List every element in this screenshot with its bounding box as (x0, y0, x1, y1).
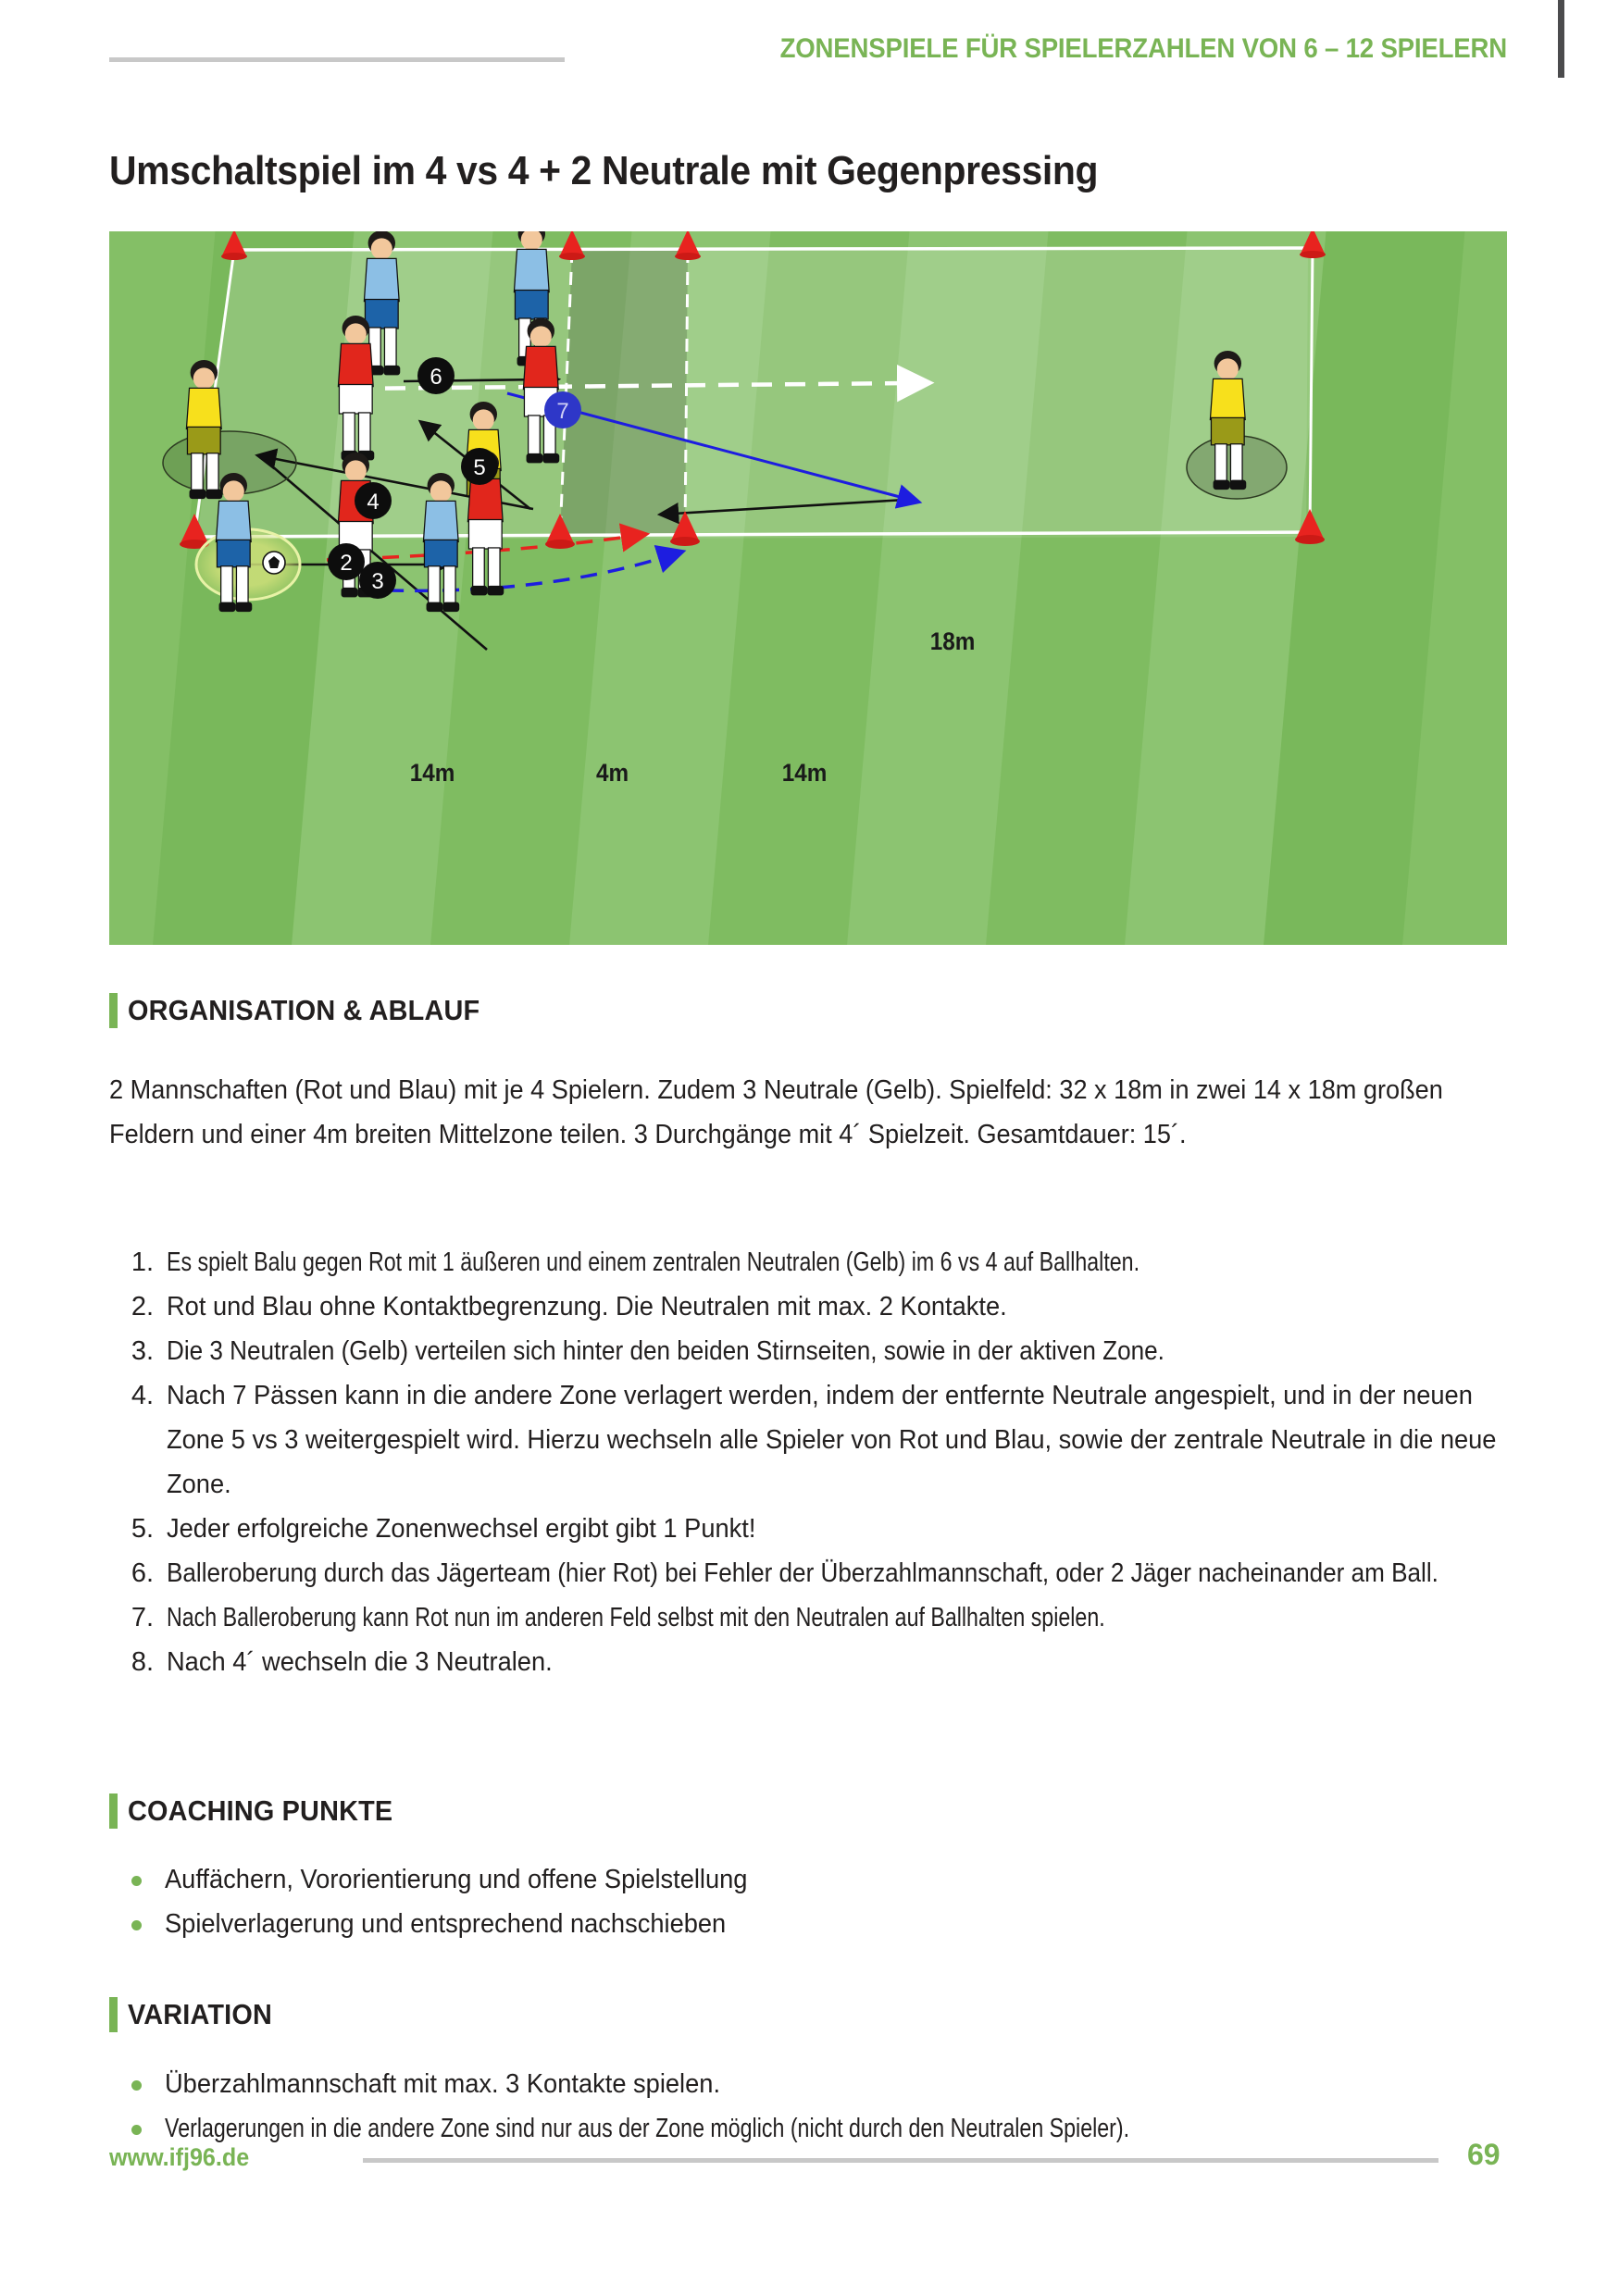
pass-marker-6: 6 (417, 357, 455, 394)
list-item-text: Verlagerungen in die andere Zone sind nu… (165, 2114, 1130, 2143)
organisation-heading-bar (109, 993, 118, 1028)
coaching-heading-bar (109, 1793, 118, 1829)
bullet-icon (131, 1876, 142, 1886)
player-blue-3 (422, 472, 460, 613)
measure-height: 18m (929, 627, 976, 655)
list-item: Überzahlmannschaft mit max. 3 Kontakte s… (109, 2062, 1553, 2106)
list-item-text: Überzahlmannschaft mit max. 3 Kontakte s… (165, 2069, 721, 2099)
list-item-number: 6. (131, 1558, 154, 1588)
footer-url[interactable]: www.ifj96.de (109, 2143, 250, 2171)
field-diagram: 6 5 4 3 2 7 14m 4m (109, 231, 1507, 945)
list-item-number: 5. (131, 1514, 154, 1544)
header-kicker: ZONENSPIELE FÜR SPIELERZAHLEN VON 6 – 12… (779, 33, 1508, 64)
list-item-text: Spielverlagerung und entsprechend nachsc… (165, 1909, 727, 1939)
footer-rule (363, 2158, 1438, 2163)
svg-text:3: 3 (371, 569, 383, 594)
player-yellow-right (1209, 350, 1247, 490)
cones (180, 231, 1326, 549)
header-edge-bar (1558, 0, 1564, 78)
list-item-text: Jeder erfolgreiche Zonenwechsel ergibt g… (167, 1514, 756, 1544)
measure-right-width: 14m (781, 759, 828, 787)
list-item: Auffächern, Vororientierung und offene S… (109, 1857, 1535, 1902)
svg-text:7: 7 (556, 399, 568, 424)
coaching-heading: COACHING PUNKTE (128, 1794, 393, 1827)
player-blue-ball (215, 472, 253, 613)
list-item: Verlagerungen in die andere Zone sind nu… (109, 2106, 1553, 2151)
list-item-text: Rot und Blau ohne Kontaktbegrenzung. Die… (167, 1292, 1007, 1322)
list-item: 7. Nach Balleroberung kann Rot nun im an… (109, 1595, 1516, 1640)
svg-text:2: 2 (340, 551, 352, 576)
svg-text:6: 6 (430, 365, 442, 390)
field-markings-svg: 6 5 4 3 2 7 (162, 231, 1326, 651)
list-item-text: Nach Balleroberung kann Rot nun im ander… (167, 1603, 1105, 1632)
pass-marker-7: 7 (544, 391, 581, 428)
list-item: 5. Jeder erfolgreiche Zonenwechsel ergib… (109, 1507, 1516, 1551)
list-item: 1. Es spielt Balu gegen Rot mit 1 äußere… (109, 1240, 1516, 1285)
pass-marker-4: 4 (355, 482, 392, 519)
list-item-text: Balleroberung durch das Jägerteam (hier … (167, 1558, 1438, 1588)
list-item: 2. Rot und Blau ohne Kontaktbegrenzung. … (109, 1285, 1516, 1329)
variation-points: Überzahlmannschaft mit max. 3 Kontakte s… (109, 2062, 1553, 2151)
measure-middle-width: 4m (595, 759, 629, 787)
svg-text:5: 5 (473, 455, 485, 480)
page-title: Umschaltspiel im 4 vs 4 + 2 Neutrale mit… (109, 148, 1099, 193)
page-header: ZONENSPIELE FÜR SPIELERZAHLEN VON 6 – 12… (0, 0, 1619, 89)
pass-marker-3: 3 (359, 562, 396, 599)
list-item-number: 3. (131, 1336, 154, 1366)
player-yellow-left (185, 359, 223, 500)
list-item-number: 2. (131, 1292, 154, 1322)
list-item-text: Es spielt Balu gegen Rot mit 1 äußeren u… (167, 1247, 1140, 1277)
list-item: 3. Die 3 Neutralen (Gelb) verteilen sich… (109, 1329, 1516, 1373)
list-item-text: Nach 7 Pässen kann in die andere Zone ve… (167, 1381, 1497, 1499)
list-item-number: 7. (131, 1603, 154, 1632)
player-red-2 (522, 317, 560, 464)
bullet-icon (131, 2080, 142, 2091)
soccer-ball (262, 551, 286, 575)
bullet-icon (131, 1920, 142, 1930)
list-item: Spielverlagerung und entsprechend nachsc… (109, 1902, 1535, 1946)
list-item-text: Auffächern, Vororientierung und offene S… (165, 1865, 748, 1894)
list-item: 4. Nach 7 Pässen kann in die andere Zone… (109, 1373, 1516, 1507)
player-red-1 (337, 315, 375, 461)
list-item-text: Die 3 Neutralen (Gelb) verteilen sich hi… (167, 1336, 1164, 1366)
pass-marker-2: 2 (328, 543, 365, 580)
variation-heading-bar (109, 1997, 118, 2032)
bullet-icon (131, 2125, 142, 2135)
list-item-number: 8. (131, 1647, 154, 1677)
footer-page-number: 69 (1467, 2138, 1501, 2171)
svg-text:4: 4 (367, 490, 379, 515)
list-item: 6. Balleroberung durch das Jägerteam (hi… (109, 1551, 1516, 1595)
variation-heading: VARIATION (128, 1998, 272, 2030)
list-item-text: Nach 4´ wechseln die 3 Neutralen. (167, 1647, 553, 1677)
organisation-heading: ORGANISATION & ABLAUF (128, 994, 480, 1026)
measure-left-width: 14m (409, 759, 455, 787)
organisation-paragraph: 2 Mannschaften (Rot und Blau) mit je 4 S… (109, 1075, 1443, 1149)
list-item: 8. Nach 4´ wechseln die 3 Neutralen. (109, 1640, 1516, 1684)
header-rule (109, 57, 565, 62)
list-item-number: 1. (131, 1247, 154, 1277)
organisation-steps: 1. Es spielt Balu gegen Rot mit 1 äußere… (109, 1240, 1516, 1684)
pass-marker-5: 5 (461, 448, 498, 485)
coaching-points: Auffächern, Vororientierung und offene S… (109, 1857, 1535, 1946)
list-item-number: 4. (131, 1381, 154, 1410)
